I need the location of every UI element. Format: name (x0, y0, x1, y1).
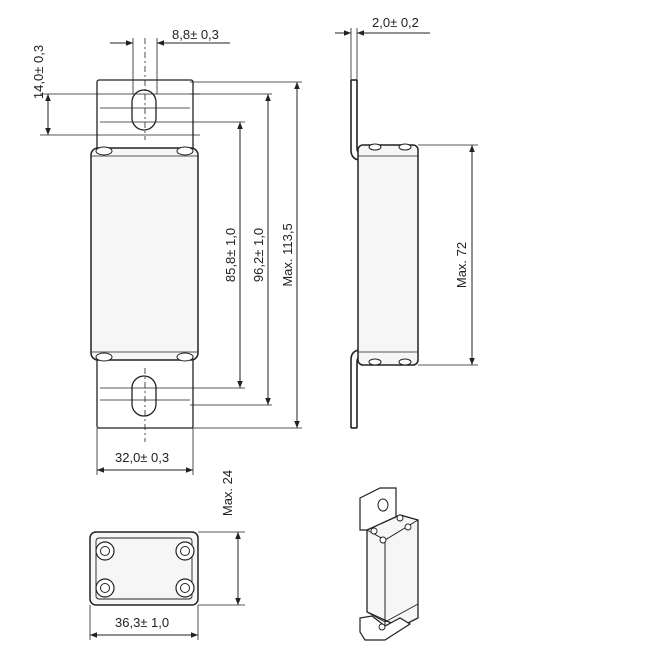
bottom-slot (131, 375, 157, 417)
bottom-view: Max. 24 36,3± 1,0 (89, 470, 245, 640)
screw-icon (175, 541, 195, 561)
side-view: 2,0± 0,2 Max. 72 (335, 15, 478, 429)
top-slot (131, 89, 157, 131)
dim-body-height: Max. 72 (454, 242, 469, 288)
bottom-body (89, 531, 199, 606)
dim-slot-width: 8,8± 0,3 (172, 27, 219, 42)
screw-head (95, 352, 113, 362)
screw-icon (175, 578, 195, 598)
dim-hole-pitch: 85,8± 1,0 (223, 228, 238, 282)
dim-plate-thickness: 2,0± 0,2 (372, 15, 419, 30)
side-body (357, 144, 419, 366)
front-view: 14,0± 0,3 8,8± 0,3 85,8± 1,0 96,2± 1,0 M… (31, 27, 302, 475)
dim-depth: Max. 24 (220, 470, 235, 516)
screw-head (176, 352, 194, 362)
fuse-body (90, 147, 199, 361)
screw-head (176, 146, 194, 156)
dim-ext-pitch: 96,2± 1,0 (251, 228, 266, 282)
screw-head (95, 146, 113, 156)
dim-width-front: 32,0± 0,3 (115, 450, 169, 465)
screw-icon (95, 541, 115, 561)
dim-width-bottom: 36,3± 1,0 (115, 615, 169, 630)
screw-icon (95, 578, 115, 598)
isometric-view (359, 487, 419, 641)
dim-max-length: Max. 113,5 (280, 223, 295, 286)
dim-ext-height-top: 14,0± 0,3 (31, 45, 46, 99)
